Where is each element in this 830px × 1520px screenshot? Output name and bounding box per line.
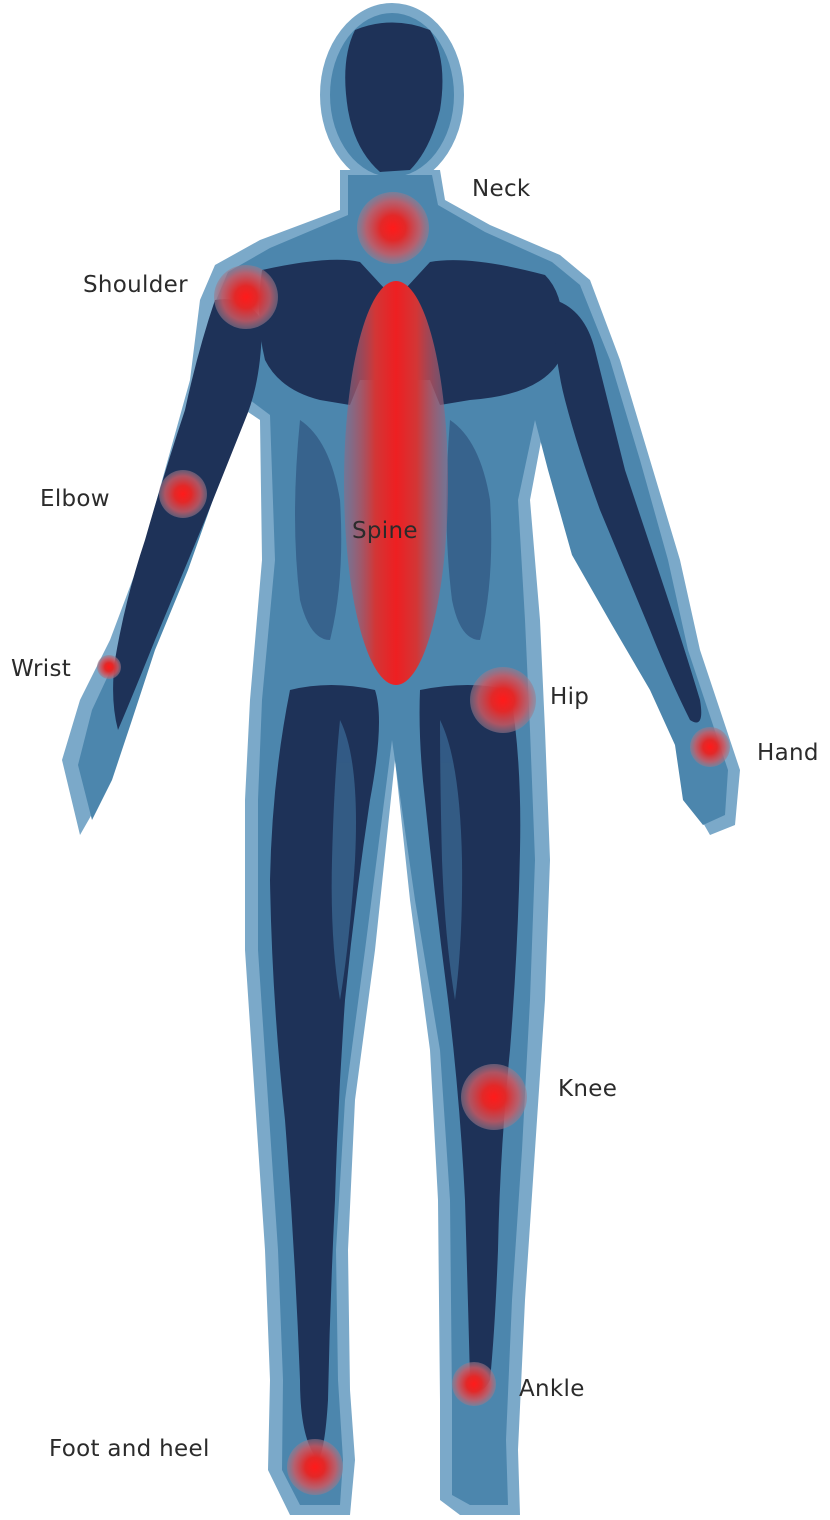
label-neck: Neck bbox=[472, 176, 531, 202]
label-knee: Knee bbox=[558, 1076, 617, 1102]
ankle-pain bbox=[452, 1362, 496, 1406]
shoulder-pain bbox=[214, 265, 278, 329]
elbow-pain bbox=[159, 470, 207, 518]
label-foot-and-heel: Foot and heel bbox=[49, 1436, 210, 1462]
label-hip: Hip bbox=[550, 684, 589, 710]
knee-pain bbox=[461, 1064, 527, 1130]
wrist-pain bbox=[97, 655, 121, 679]
hip-pain bbox=[470, 667, 536, 733]
hand-pain bbox=[690, 727, 730, 767]
label-spine: Spine bbox=[352, 518, 418, 544]
foot-heel-pain bbox=[287, 1439, 343, 1495]
label-elbow: Elbow bbox=[40, 486, 110, 512]
label-ankle: Ankle bbox=[519, 1376, 585, 1402]
neck-pain bbox=[357, 192, 429, 264]
label-hand: Hand bbox=[757, 740, 819, 766]
label-shoulder: Shoulder bbox=[83, 272, 188, 298]
label-wrist: Wrist bbox=[11, 656, 71, 682]
spine-pain bbox=[344, 281, 448, 685]
